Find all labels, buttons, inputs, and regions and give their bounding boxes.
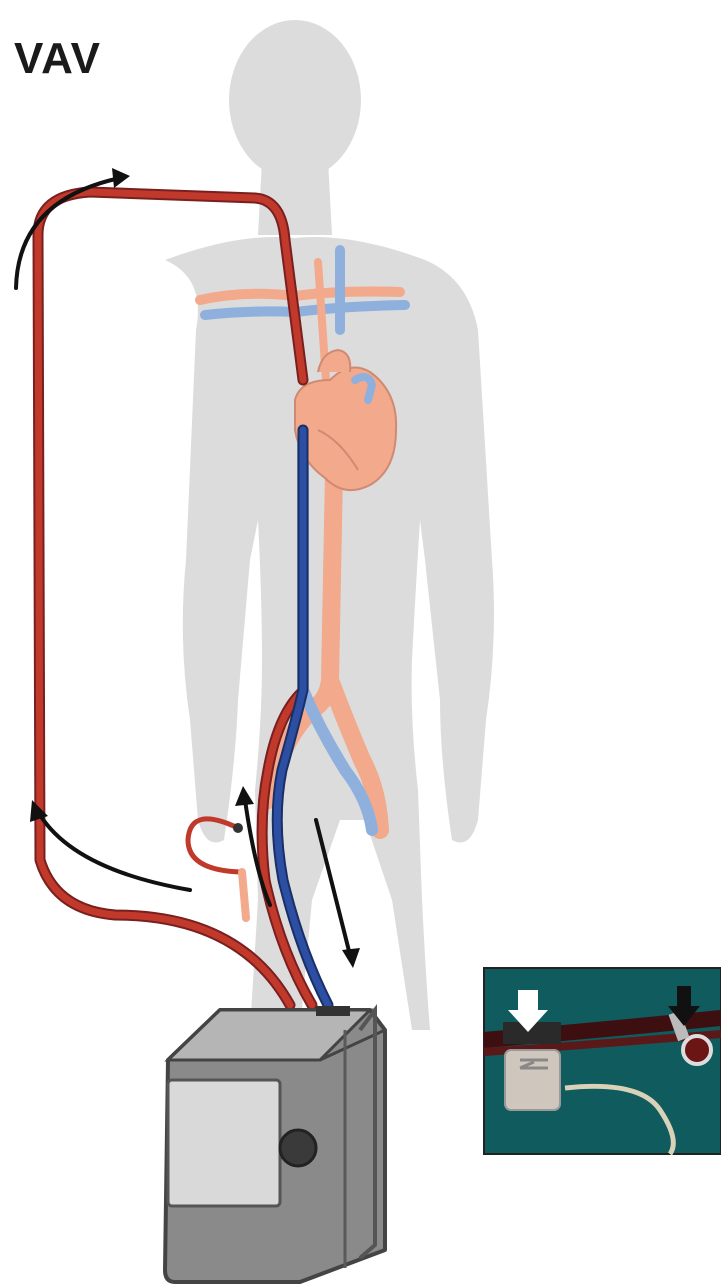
flow-arrowhead-icon [235,786,254,806]
flow-arrow-icon [316,820,350,955]
flow-arrowhead-icon [342,948,360,968]
ecmo-console-icon [165,1006,385,1282]
inset-photo [484,968,721,1154]
diagram-title: VAV [14,34,101,84]
flow-arrow-icon [40,815,190,890]
flow-arrowhead-icon [112,168,130,188]
